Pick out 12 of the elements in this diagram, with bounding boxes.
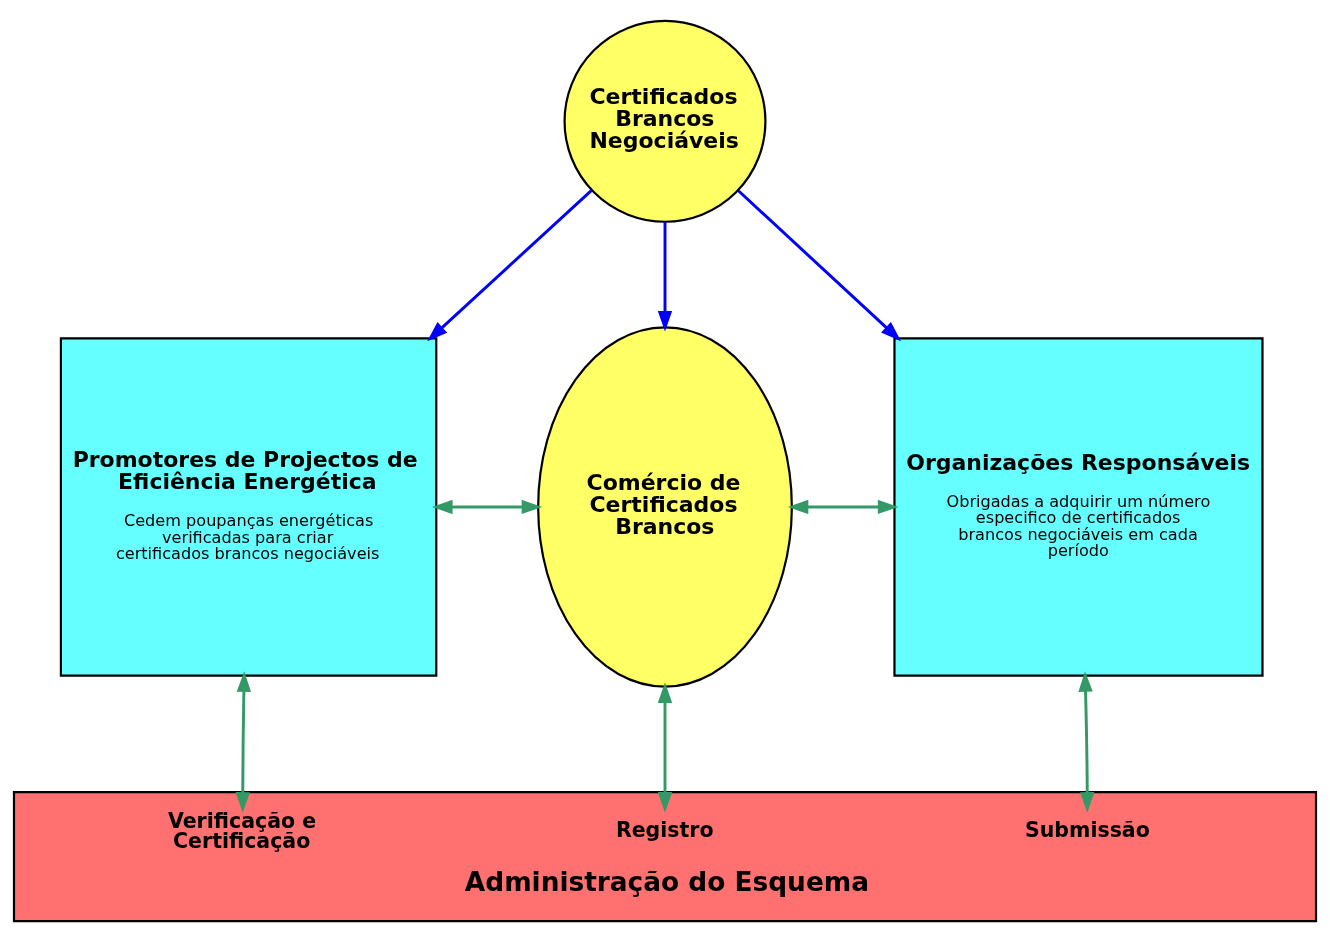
arrow [1078, 670, 1095, 813]
node-circle: Certificados Brancos Negociáveis [563, 19, 767, 223]
arrow [657, 681, 673, 813]
node-box: Promotores de Projectos de Eficiência Energética Cedem poupanças energéticas verificadas para criar certificados brancos negociáveis [59, 336, 438, 677]
arrow [787, 499, 899, 514]
node-box: Organizações Responsáveis Obrigadas a adquirir um número especifico de certificados brancos negociáveis em cada período [893, 336, 1264, 677]
arrow [432, 499, 543, 514]
arrow [235, 670, 252, 813]
arrow [657, 221, 673, 331]
arrow [427, 188, 593, 341]
arrow [737, 189, 902, 341]
node-ellipse: Comércio de Certificados Brancos [537, 325, 793, 688]
